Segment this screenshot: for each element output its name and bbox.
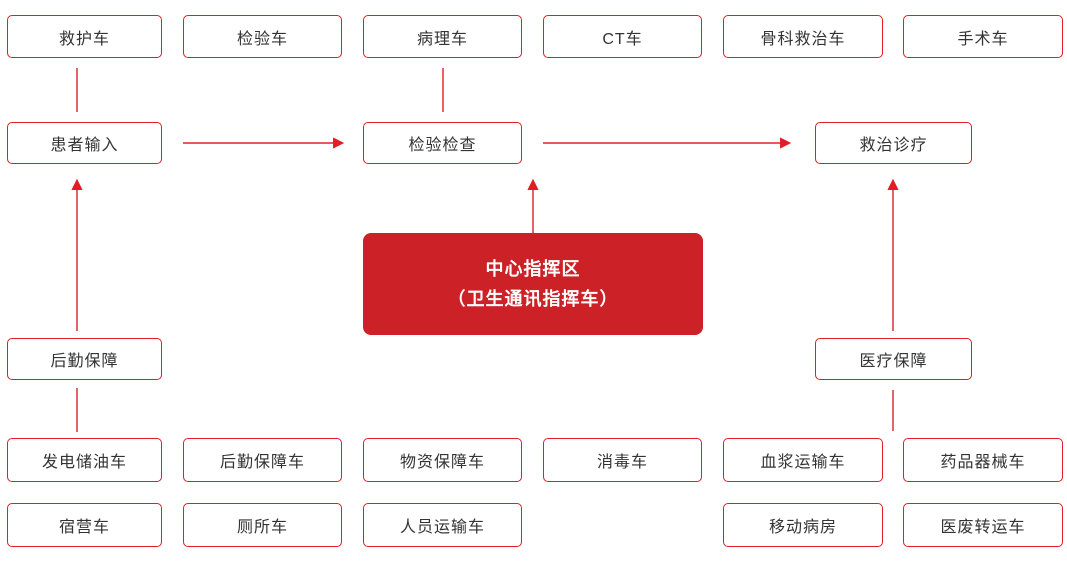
node-personnel-transport-vehicle: 人员运输车 — [363, 503, 522, 547]
node-disinfection-vehicle: 消毒车 — [543, 438, 702, 482]
node-medical-waste-transfer-vehicle: 医废转运车 — [903, 503, 1063, 547]
node-ambulance: 救护车 — [7, 15, 162, 58]
node-plasma-transport-vehicle: 血浆运输车 — [723, 438, 883, 482]
node-power-oil-storage-vehicle: 发电储油车 — [7, 438, 162, 482]
node-surgery-vehicle: 手术车 — [903, 15, 1063, 58]
command-center-title: 中心指挥区 — [485, 259, 581, 279]
node-orthopedic-rescue-vehicle: 骨科救治车 — [723, 15, 883, 58]
node-treatment: 救治诊疗 — [815, 122, 972, 164]
node-logistics-support: 后勤保障 — [7, 338, 162, 380]
node-ct-vehicle: CT车 — [543, 15, 702, 58]
node-toilet-vehicle: 厕所车 — [183, 503, 342, 547]
node-supplies-support-vehicle: 物资保障车 — [363, 438, 522, 482]
node-inspection: 检验检查 — [363, 122, 522, 164]
node-pathology-vehicle: 病理车 — [363, 15, 522, 58]
node-test-vehicle: 检验车 — [183, 15, 342, 58]
node-camp-vehicle: 宿营车 — [7, 503, 162, 547]
node-command-center: 中心指挥区 （卫生通讯指挥车） — [363, 233, 703, 335]
node-medicine-equipment-vehicle: 药品器械车 — [903, 438, 1063, 482]
node-mobile-ward: 移动病房 — [723, 503, 883, 547]
node-medical-support: 医疗保障 — [815, 338, 972, 380]
command-center-subtitle: （卫生通讯指挥车） — [447, 289, 619, 309]
node-logistics-support-vehicle: 后勤保障车 — [183, 438, 342, 482]
node-patient-input: 患者输入 — [7, 122, 162, 164]
